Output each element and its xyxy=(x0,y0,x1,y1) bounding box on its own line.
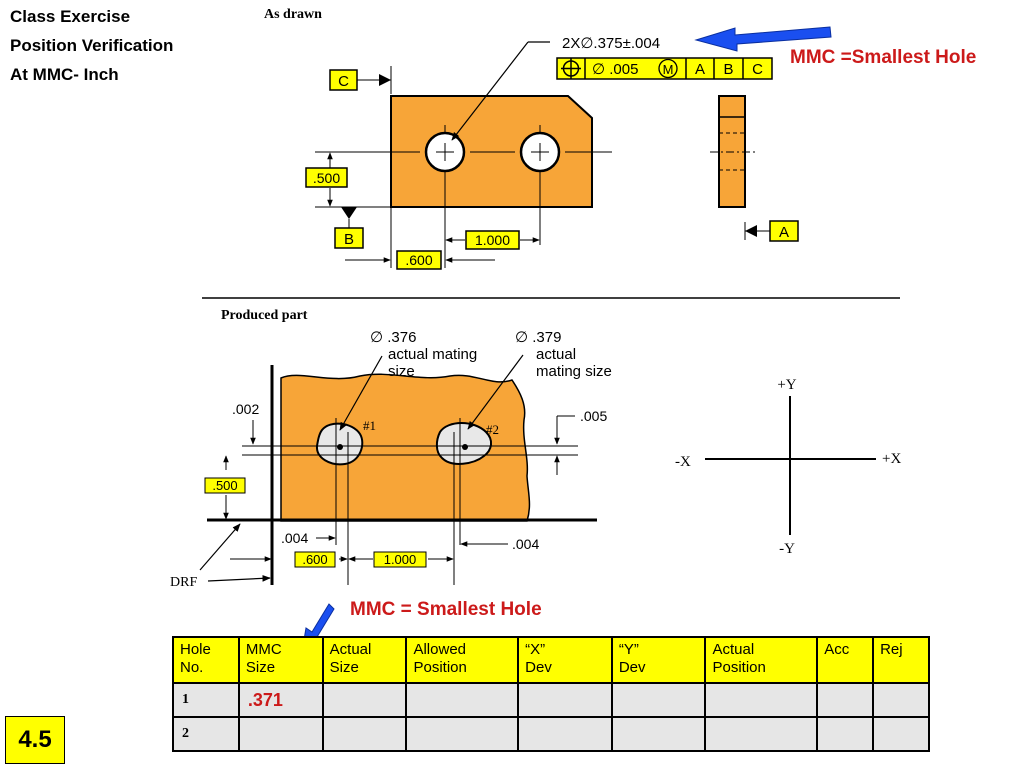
as-drawn-dim-600: .600 xyxy=(405,252,432,268)
dev-002: .002 xyxy=(232,401,259,417)
header-y-dev: “Y”Dev xyxy=(610,636,707,684)
header-rej: Rej xyxy=(872,636,930,684)
produced-dim-600: .600 xyxy=(302,552,327,567)
header-acc: Acc xyxy=(816,636,875,684)
axis-minus-x: -X xyxy=(675,454,691,470)
hole-2-size-note: ∅ .379 xyxy=(515,329,561,346)
produced-hole-1 xyxy=(315,422,364,466)
axis-minus-y: -Y xyxy=(779,541,795,557)
cell-rej xyxy=(872,682,930,718)
cell-allowed-position xyxy=(405,716,520,752)
as-drawn-dim-500: .500 xyxy=(313,170,340,186)
fcf-datum-b: B xyxy=(723,61,733,78)
produced-dim-1000: 1.000 xyxy=(384,552,417,567)
dev-004-left: .004 xyxy=(281,530,308,546)
cell-acc xyxy=(816,716,875,752)
cell-actual-position xyxy=(704,716,819,752)
fcf-datum-c: C xyxy=(752,61,763,78)
produced-dim-500: .500 xyxy=(212,478,237,493)
hole-2-note-line-3: mating size xyxy=(536,363,612,380)
cell-actual-size xyxy=(321,716,408,752)
cell-x-dev xyxy=(517,716,613,752)
as-drawn-dim-1000: 1.000 xyxy=(475,232,510,248)
hole-1-note-line-3: size xyxy=(388,363,415,380)
produced-hole-2 xyxy=(435,422,492,465)
cell-mmc-size xyxy=(237,716,324,752)
axis-plus-x: +X xyxy=(882,451,901,467)
cell-rej xyxy=(872,716,930,752)
cell-allowed-position xyxy=(405,682,520,718)
datum-c-label: C xyxy=(338,73,349,90)
cell-acc xyxy=(816,682,875,718)
cell-x-dev xyxy=(517,682,613,718)
hole-1-size-note: ∅ .376 xyxy=(370,329,416,346)
slide-number: 4.5 xyxy=(5,716,65,764)
cell-actual-position xyxy=(704,682,819,718)
hole-2-note-line-2: actual xyxy=(536,346,576,363)
hole-callout: 2X∅.375±.004 xyxy=(562,35,660,52)
datum-a-label: A xyxy=(779,224,789,241)
title-line-1: Class Exercise xyxy=(10,7,131,26)
header-x-dev: “X”Dev xyxy=(517,636,613,684)
mmc-modifier-icon xyxy=(658,58,678,79)
feature-control-frame: ∅ .005 M A B C xyxy=(556,57,773,80)
drf-label: DRF xyxy=(170,575,197,590)
axis-plus-y: +Y xyxy=(777,377,796,393)
title-line-2: Position Verification xyxy=(10,36,174,55)
blue-arrow-top xyxy=(694,26,832,52)
table-row: 2 xyxy=(172,716,930,752)
hole-2-label: #2 xyxy=(486,422,499,437)
dev-005: .005 xyxy=(580,408,607,424)
produced-part-caption: Produced part xyxy=(221,308,308,323)
fcf-mmc-symbol: M xyxy=(663,62,674,77)
cell-y-dev xyxy=(610,716,707,752)
datum-b-label: B xyxy=(344,231,354,248)
hole-1-label: #1 xyxy=(363,418,376,433)
dev-004-right: .004 xyxy=(512,536,539,552)
title-line-3: At MMC- Inch xyxy=(10,65,119,84)
fcf-datum-a: A xyxy=(695,61,705,78)
cell-hole-no: 2 xyxy=(172,716,240,752)
cell-actual-size xyxy=(321,682,408,718)
produced-plate xyxy=(280,373,531,522)
mmc-note-top: MMC =Smallest Hole xyxy=(790,47,977,68)
table-row: 1 .371 xyxy=(172,682,930,718)
hole-1-note-line-2: actual mating xyxy=(388,346,477,363)
fcf-tolerance: ∅ .005 xyxy=(592,61,638,78)
cell-y-dev xyxy=(610,682,707,718)
cell-mmc-size: .371 xyxy=(237,682,324,718)
mmc-note-bottom: MMC = Smallest Hole xyxy=(350,599,542,620)
as-drawn-caption: As drawn xyxy=(264,7,322,22)
cell-hole-no: 1 xyxy=(172,682,240,718)
